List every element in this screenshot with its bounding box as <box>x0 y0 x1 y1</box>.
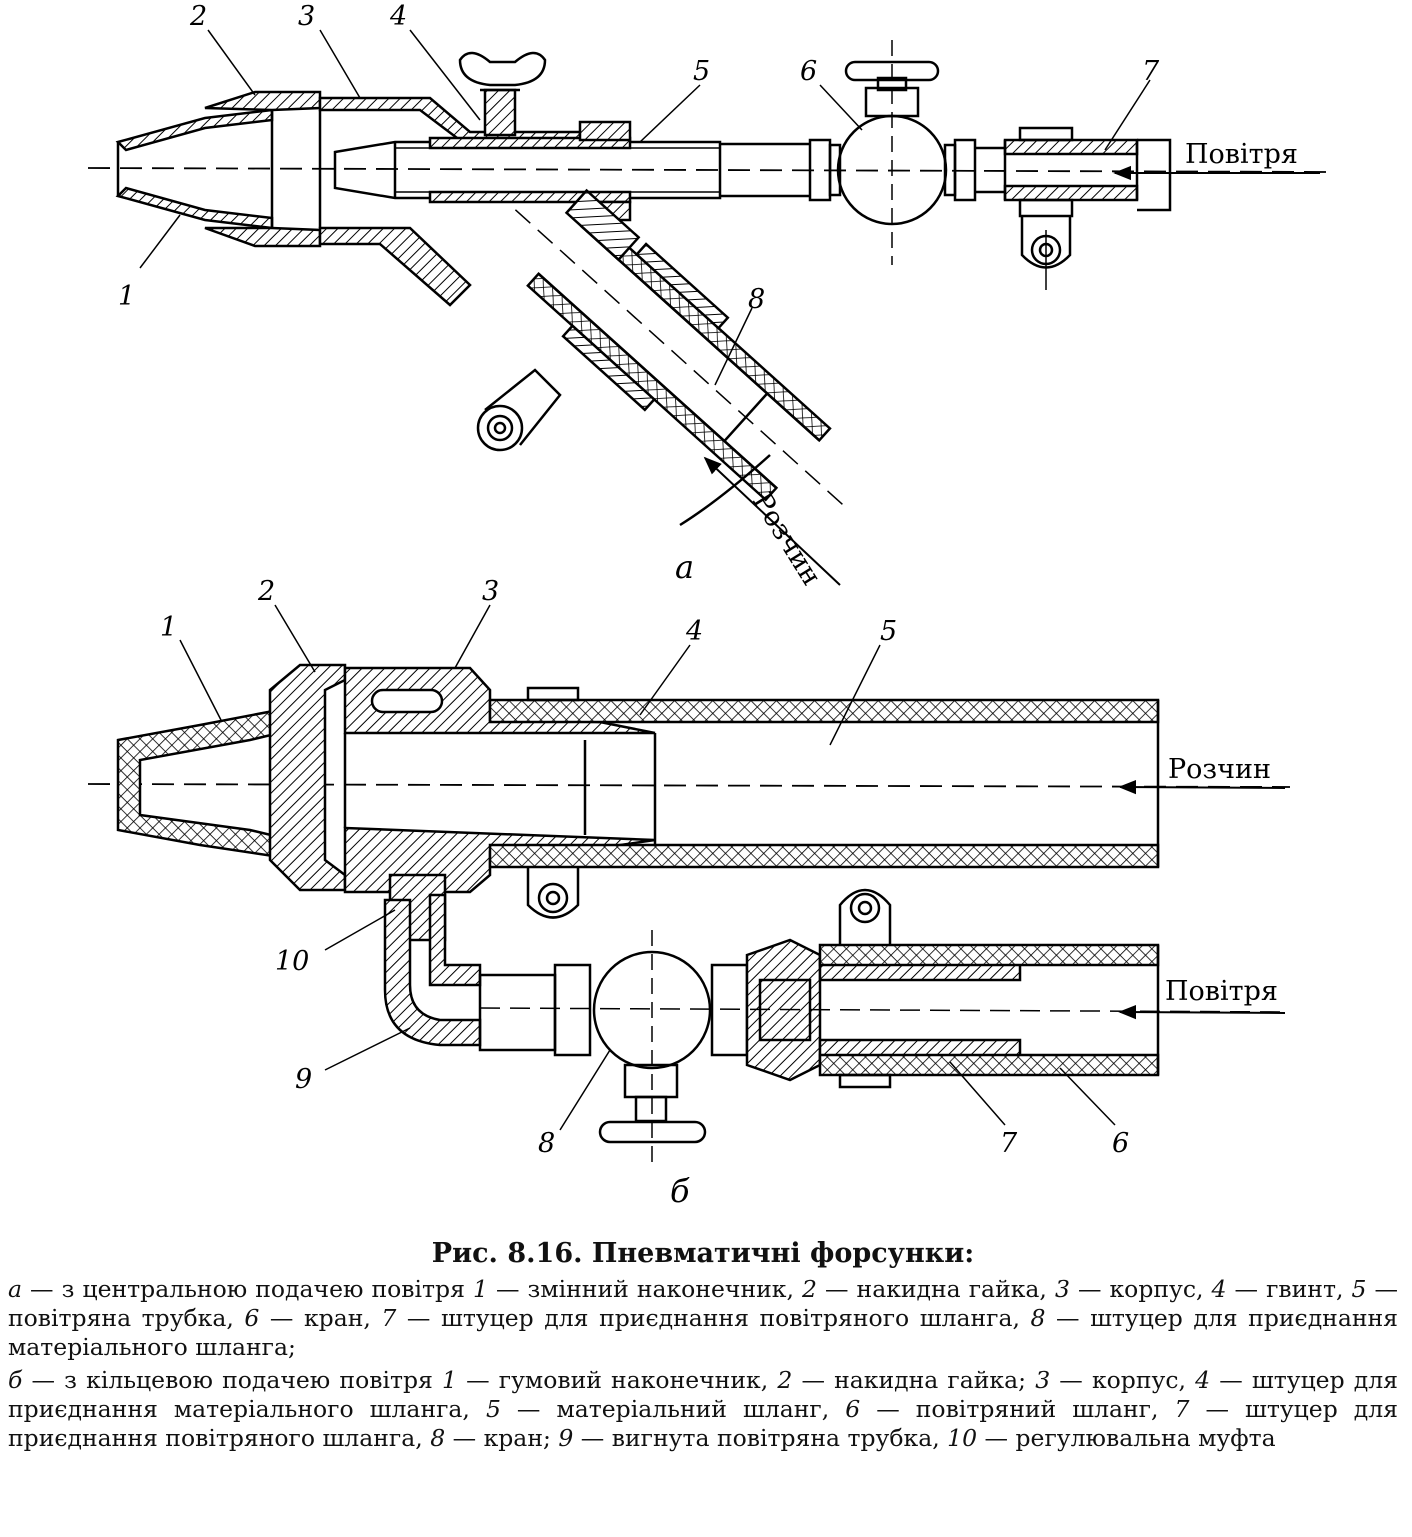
nozzle-a <box>87 29 1331 586</box>
caption-ref: 8 <box>1030 1304 1046 1332</box>
caption-text: — накидна гайка, <box>816 1275 1055 1303</box>
caption-ref: 8 <box>430 1424 446 1452</box>
valve-b <box>592 950 712 1070</box>
caption-ref: 3 <box>1035 1366 1051 1394</box>
caption-ref: 9 <box>558 1424 574 1452</box>
air-label-a: Повітря <box>1185 139 1298 170</box>
label-a-6: 6 <box>800 56 817 87</box>
caption-text: — штуцер для приєднання матеріального шл… <box>8 1304 1398 1361</box>
labels-b: 1 2 3 4 5 6 7 8 9 10 <box>160 576 1129 1159</box>
nozzle-a-nut <box>204 90 322 112</box>
caption-ref: 6 <box>845 1395 861 1423</box>
label-b-2: 2 <box>257 576 275 607</box>
mortar-label-a: Розчин <box>746 487 827 591</box>
caption-text: — повітряний шланг, <box>860 1395 1175 1423</box>
caption-ref: б <box>8 1366 23 1394</box>
label-a-3: 3 <box>298 1 315 32</box>
caption-ref: 10 <box>947 1424 978 1452</box>
mortar-label-b: Розчин <box>1168 754 1271 785</box>
label-a-7: 7 <box>1142 56 1160 87</box>
caption-ref: 3 <box>1054 1275 1070 1303</box>
caption-ref: 1 <box>472 1275 488 1303</box>
caption-text: — вигнута повітряна трубка, <box>573 1424 948 1452</box>
label-b-9: 9 <box>295 1064 312 1095</box>
label-a-5: 5 <box>693 56 710 87</box>
nozzle-a-tip <box>115 108 274 152</box>
caption-ref: 6 <box>244 1304 260 1332</box>
caption-text: — з центральною подачею повітря <box>22 1275 473 1303</box>
caption-text: — гумовий наконечник, <box>456 1366 778 1394</box>
label-a-2: 2 <box>189 1 207 32</box>
label-a-8: 8 <box>748 284 765 315</box>
nozzle-b-nut <box>268 663 347 892</box>
caption-text: — змінний наконечник, <box>487 1275 802 1303</box>
caption-title: Рис. 8.16. Пневматичні форсунки: <box>431 1238 975 1269</box>
caption-text: — матеріальний шланг, <box>500 1395 846 1423</box>
nozzle-b <box>87 604 1291 1165</box>
caption-ref: 4 <box>1195 1366 1211 1394</box>
caption-text: — штуцер для приєднання повітряного шлан… <box>396 1304 1031 1332</box>
label-b-3: 3 <box>482 576 499 607</box>
label-b-6: 6 <box>1112 1128 1129 1159</box>
caption-text: — кран; <box>445 1424 559 1452</box>
material-hose <box>488 698 1160 724</box>
caption-text: — штуцер для приєднання повітряного шлан… <box>8 1395 1398 1452</box>
caption-text: — корпус, <box>1050 1366 1196 1394</box>
figure-caption: Рис. 8.16. Пневматичні форсунки: а — з ц… <box>8 1238 1398 1457</box>
nozzle-diagram: 1 2 3 4 5 6 7 8 Повітря Розчин а <box>87 1 1331 1210</box>
air-label-b: Повітря <box>1165 976 1278 1007</box>
caption-ref: а <box>8 1275 23 1303</box>
caption-text: — регулювальна муфта <box>977 1424 1276 1452</box>
caption-text: — корпус, <box>1069 1275 1212 1303</box>
caption-ref: 4 <box>1211 1275 1227 1303</box>
caption-text: — повітряна трубка, <box>8 1275 1398 1332</box>
letter-b: б <box>670 1172 690 1210</box>
caption-text: — штуцер для приєднання матеріального шл… <box>8 1366 1399 1423</box>
caption-ref: 5 <box>485 1395 501 1423</box>
caption-ref: 7 <box>1174 1395 1190 1423</box>
caption-ref: 2 <box>801 1275 817 1303</box>
label-b-10: 10 <box>275 946 309 977</box>
caption-ref: 7 <box>381 1304 397 1332</box>
caption-ref: 5 <box>1351 1275 1367 1303</box>
label-a-1: 1 <box>118 281 135 312</box>
label-b-8: 8 <box>538 1128 555 1159</box>
caption-text: — кран, <box>259 1304 382 1332</box>
nozzle-a-air-tube <box>333 140 722 200</box>
label-b-5: 5 <box>880 616 897 647</box>
letter-a: а <box>675 548 694 586</box>
label-b-4: 4 <box>685 616 703 647</box>
wing-screw <box>458 51 547 87</box>
caption-part-a: а — з центральною подачею повітря 1 — зм… <box>8 1275 1398 1362</box>
caption-ref: 2 <box>777 1366 793 1394</box>
labels-a: 1 2 3 4 5 6 7 8 <box>118 1 1160 315</box>
caption-ref: 1 <box>442 1366 457 1394</box>
caption-text: — накидна гайка; <box>792 1366 1036 1394</box>
label-b-1: 1 <box>160 612 177 643</box>
label-a-4: 4 <box>389 1 407 32</box>
caption-text: — з кільцевою подачею повітря <box>22 1366 443 1394</box>
caption-text: — гвинт, <box>1226 1275 1352 1303</box>
caption-part-b: б — з кільцевою подачею повітря 1 — гумо… <box>8 1366 1398 1453</box>
label-b-7: 7 <box>1000 1128 1018 1159</box>
